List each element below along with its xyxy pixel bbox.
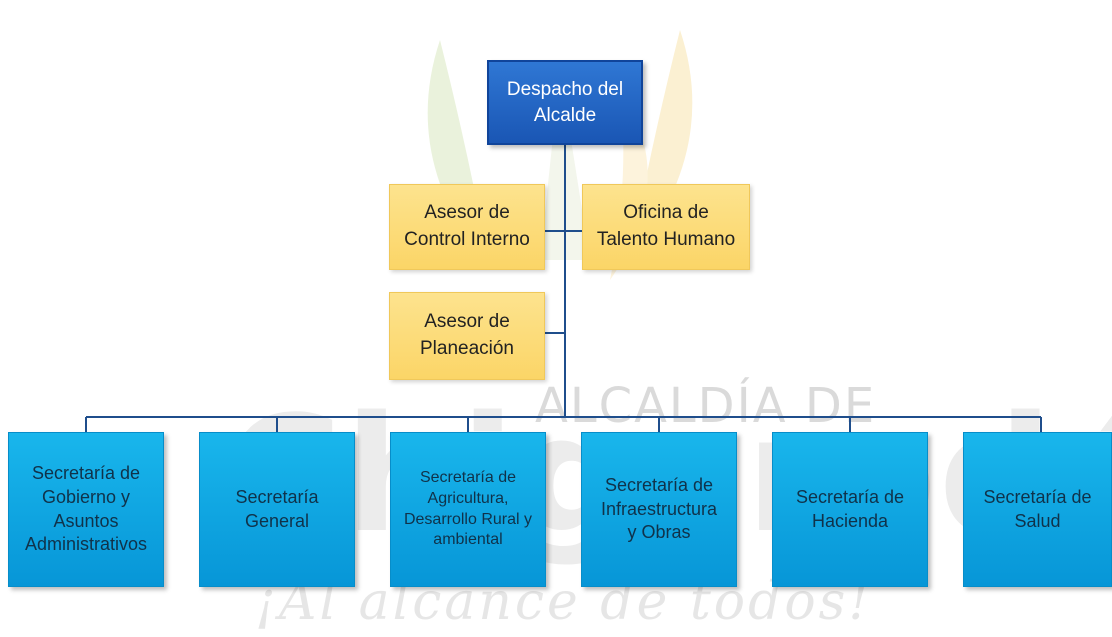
node-secretaria-general: Secretaría General [199, 432, 355, 587]
node-secretaria-hacienda: Secretaría de Hacienda [772, 432, 928, 587]
node-secretaria-salud: Secretaría de Salud [963, 432, 1112, 587]
watermark-slogan: ¡Al alcance de todos! [255, 572, 873, 632]
node-secretaria-agricultura: Secretaría de Agricultura, Desarrollo Ru… [390, 432, 546, 587]
node-oficina-talento-humano: Oficina de Talento Humano [582, 184, 750, 270]
node-despacho-alcalde: Despacho del Alcalde [487, 60, 643, 145]
node-asesor-control-interno: Asesor de Control Interno [389, 184, 545, 270]
watermark-alcaldia: ALCALDÍA DE [535, 378, 877, 434]
node-asesor-planeacion: Asesor de Planeación [389, 292, 545, 380]
node-secretaria-gobierno: Secretaría de Gobierno y Asuntos Adminis… [8, 432, 164, 587]
node-secretaria-infraestructura: Secretaría de Infraestructura y Obras [581, 432, 737, 587]
